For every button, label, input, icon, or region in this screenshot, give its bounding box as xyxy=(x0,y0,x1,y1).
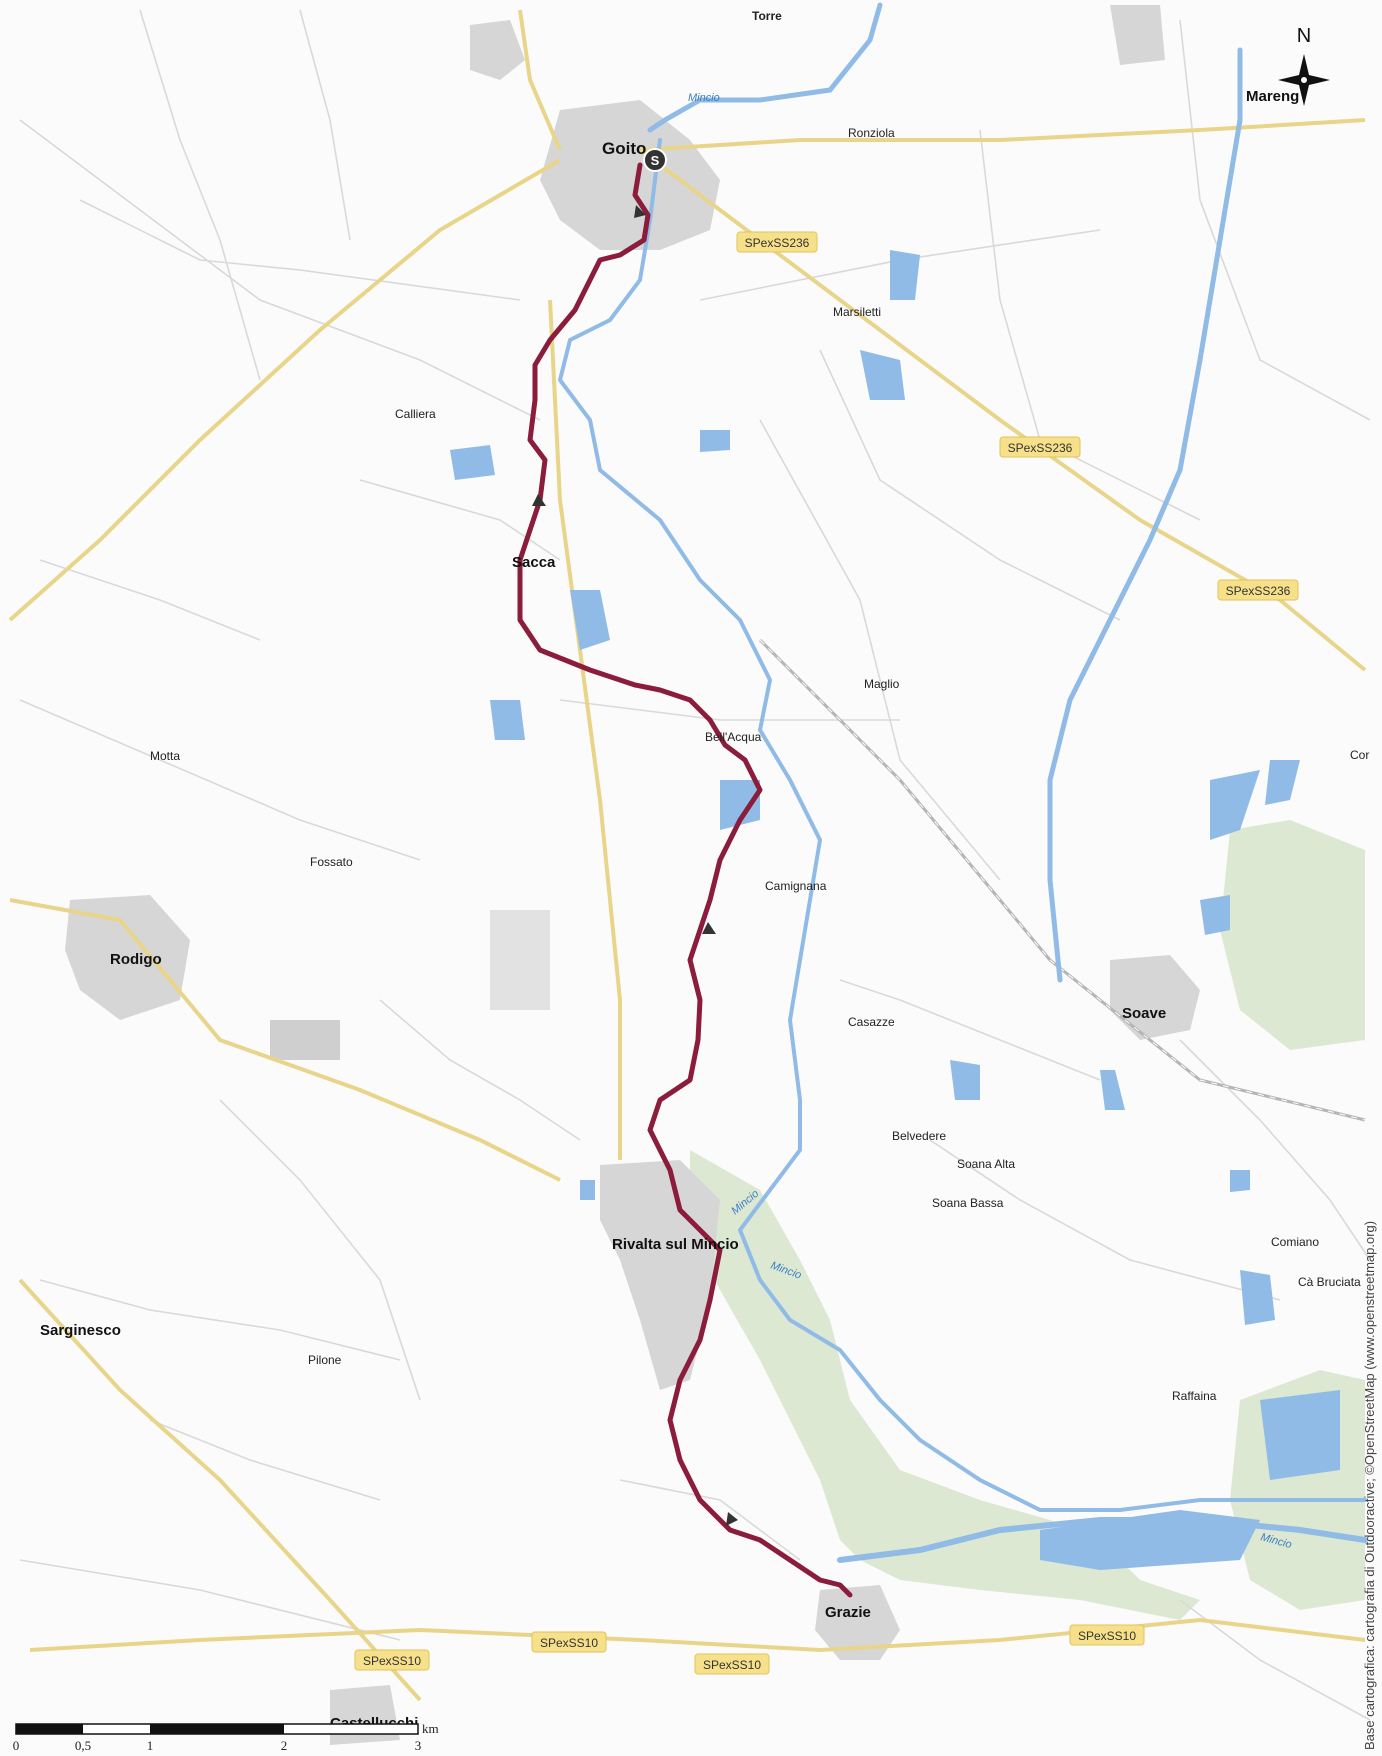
water-bodies xyxy=(450,250,1340,1570)
road-badge: SPexSS10 xyxy=(531,1631,607,1653)
svg-text:SPexSS236: SPexSS236 xyxy=(745,236,810,250)
place-label: Soana Bassa xyxy=(932,1196,1004,1210)
place-labels: Goito Rivalta sul Mincio Rodigo Sacca Gr… xyxy=(40,9,1369,1732)
compass: N xyxy=(1278,25,1330,106)
minor-roads xyxy=(19,9,1371,1721)
place-label: Grazie xyxy=(825,1604,871,1621)
place-label: Soana Alta xyxy=(957,1157,1015,1171)
compass-north-label: N xyxy=(1297,25,1311,47)
park-areas xyxy=(690,820,1365,1620)
place-label: Casazze xyxy=(848,1015,895,1029)
place-label: Soave xyxy=(1122,1005,1166,1022)
scale-tick: 2 xyxy=(281,1738,288,1753)
road-badge: SPexSS10 xyxy=(354,1649,430,1671)
road-badge: SPexSS236 xyxy=(999,436,1081,458)
place-label: Cor xyxy=(1350,748,1369,762)
start-marker-label: S xyxy=(651,153,660,168)
svg-text:SPexSS10: SPexSS10 xyxy=(540,1636,598,1650)
place-label: Comiano xyxy=(1271,1235,1319,1249)
place-label: Belvedere xyxy=(892,1129,946,1143)
place-label: Calliera xyxy=(395,407,436,421)
place-label: Cà Bruciata xyxy=(1298,1275,1361,1289)
place-label: Torre xyxy=(752,9,782,23)
place-label: Marsiletti xyxy=(833,305,881,319)
route-direction-arrow xyxy=(726,1512,738,1526)
svg-text:SPexSS10: SPexSS10 xyxy=(703,1658,761,1672)
place-label: Sacca xyxy=(512,554,556,571)
svg-text:SPexSS236: SPexSS236 xyxy=(1226,584,1291,598)
rivers xyxy=(557,2,1368,1563)
scale-tick: 0 xyxy=(13,1738,20,1753)
route-direction-arrow xyxy=(634,205,646,218)
road-badge: SPexSS10 xyxy=(1069,1624,1145,1646)
place-label: Maglio xyxy=(864,677,900,691)
place-label: Rodigo xyxy=(110,951,162,968)
hiking-route: S xyxy=(517,148,853,1598)
scale-unit: km xyxy=(422,1721,439,1736)
road-badge: SPexSS10 xyxy=(694,1653,770,1675)
scale-tick: 3 xyxy=(415,1738,422,1753)
place-label: Ronziola xyxy=(848,126,895,140)
map-attribution: Base cartografica: cartografia di Outdoo… xyxy=(1362,1221,1377,1750)
place-label: Camignana xyxy=(765,879,827,893)
urban-areas xyxy=(65,5,1200,1745)
svg-text:SPexSS10: SPexSS10 xyxy=(363,1654,421,1668)
place-label: Goito xyxy=(602,139,646,158)
road-badge: SPexSS236 xyxy=(1217,579,1299,601)
place-label: Fossato xyxy=(310,855,353,869)
place-label: Pilone xyxy=(308,1353,342,1367)
scale-tick: 0,5 xyxy=(75,1738,91,1753)
svg-text:SPexSS236: SPexSS236 xyxy=(1008,441,1073,455)
place-label: Rivalta sul Mincio xyxy=(612,1236,739,1253)
road-badges: SPexSS236 SPexSS236 SPexSS236 SPexSS10 S… xyxy=(354,231,1299,1675)
scale-bar: 0 0,5 1 2 3 km xyxy=(13,1721,439,1753)
scale-tick: 1 xyxy=(147,1738,154,1753)
start-marker[interactable]: S xyxy=(643,148,667,172)
place-label: Motta xyxy=(150,749,180,763)
route-direction-arrow xyxy=(532,494,546,506)
place-label: Raffaina xyxy=(1172,1389,1217,1403)
place-label: Sarginesco xyxy=(40,1322,121,1339)
place-label: Bell'Acqua xyxy=(705,730,762,744)
road-badge: SPexSS236 xyxy=(736,231,818,253)
svg-text:SPexSS10: SPexSS10 xyxy=(1078,1629,1136,1643)
railway xyxy=(758,638,1366,1122)
route-direction-arrow xyxy=(702,922,716,934)
route-path xyxy=(517,162,853,1598)
svg-text:Mincio: Mincio xyxy=(688,92,720,104)
place-label: Mareng xyxy=(1246,88,1299,105)
